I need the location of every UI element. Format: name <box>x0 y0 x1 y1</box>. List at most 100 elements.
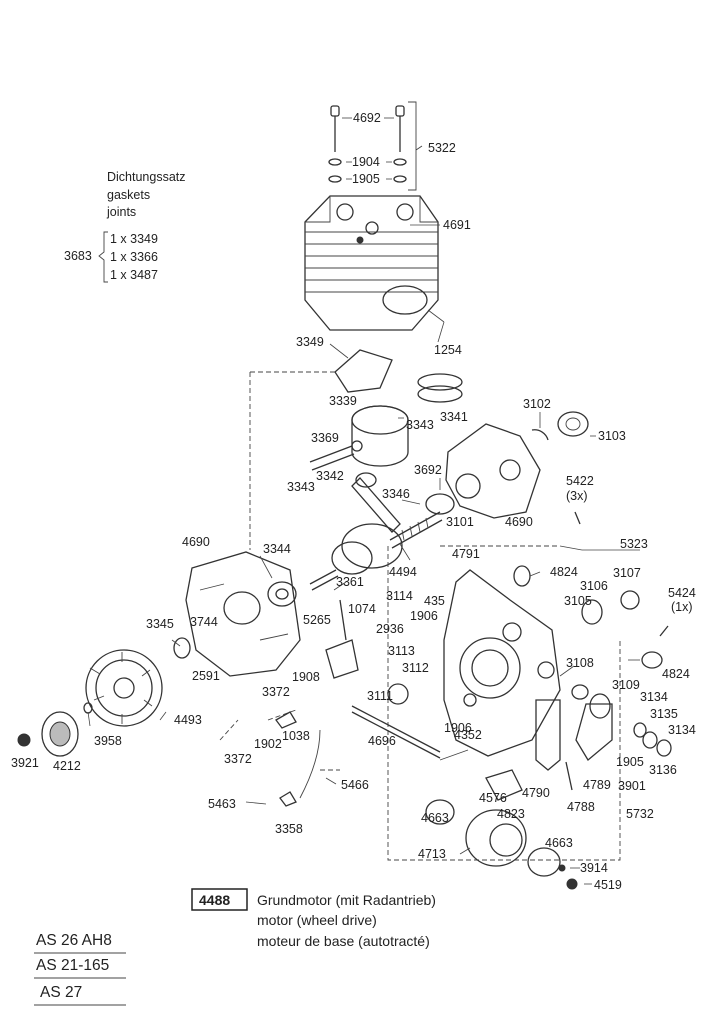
part-label: 4519 <box>594 878 622 892</box>
part-label: 3345 <box>146 617 174 631</box>
part-label: 3349 <box>296 335 324 349</box>
part-label: 3112 <box>402 661 429 675</box>
part-label: 3108 <box>566 656 594 670</box>
head-bolts <box>328 101 423 191</box>
caption-line-fr: moteur de base (autotracté) <box>257 933 430 949</box>
part-label: 3114 <box>386 589 413 603</box>
part-label: 3107 <box>613 566 641 580</box>
flywheel <box>83 637 191 727</box>
part-label: 3958 <box>94 734 122 748</box>
part-label: 3369 <box>311 431 339 445</box>
part-label: 3372 <box>224 752 252 766</box>
part-label: 4713 <box>418 847 446 861</box>
part-label: 3106 <box>580 579 608 593</box>
part-label: 4663 <box>421 811 449 825</box>
caption-line-de: Grundmotor (mit Radantrieb) <box>257 892 436 908</box>
part-label: 435 <box>424 594 445 608</box>
part-label: 5466 <box>341 778 369 792</box>
caption-line-en: motor (wheel drive) <box>257 912 377 928</box>
part-label: 3105 <box>564 594 592 608</box>
part-label: 3134 <box>640 690 668 704</box>
part-label: 2936 <box>376 622 404 636</box>
part-label: 4691 <box>443 218 471 232</box>
part-label: 3343 <box>406 418 434 432</box>
part-label: 5422 <box>566 474 594 488</box>
gearbox-housing <box>387 545 621 861</box>
part-label: 5463 <box>208 797 236 811</box>
part-label: 4494 <box>389 565 417 579</box>
part-label: 3113 <box>388 644 415 658</box>
crankcase-left <box>185 551 301 677</box>
part-label: 4791 <box>452 547 480 561</box>
gasket-set-title-fr: joints <box>106 205 136 219</box>
gasket-set-title-en: gaskets <box>107 188 150 202</box>
part-label: 3109 <box>612 678 640 692</box>
part-label: 3346 <box>382 487 410 501</box>
part-label: 4824 <box>550 565 578 579</box>
part-label: 3339 <box>329 394 357 408</box>
part-label: 4692 <box>353 111 381 125</box>
part-label: 4690 <box>182 535 210 549</box>
cylinder-gasket <box>334 349 393 393</box>
piston-group <box>309 373 463 471</box>
shaft <box>351 683 441 759</box>
caption-block: 4488 Grundmotor (mit Radantrieb) motor (… <box>191 888 436 949</box>
part-label: 1905 <box>352 172 380 186</box>
part-label: 3342 <box>316 469 344 483</box>
part-label: 3111 <box>367 689 393 703</box>
part-label: 1902 <box>254 737 282 751</box>
part-label: 3921 <box>11 756 39 770</box>
part-label: 3372 <box>262 685 290 699</box>
part-label: 3135 <box>650 707 678 721</box>
gasket-set-item: 1 x 3487 <box>110 268 158 282</box>
part-label: 4493 <box>174 713 202 727</box>
model-code: AS 26 AH8 <box>36 932 112 949</box>
part-label: 3341 <box>440 410 468 424</box>
part-label: 3344 <box>263 542 291 556</box>
part-label: 3101 <box>446 515 474 529</box>
part-label: 4788 <box>567 800 595 814</box>
part-label: 4824 <box>662 667 690 681</box>
part-label: 5322 <box>428 141 456 155</box>
part-label: 4823 <box>497 807 525 821</box>
part-label: (1x) <box>671 600 693 614</box>
bearing-parts <box>513 565 672 761</box>
part-label: 4696 <box>368 734 396 748</box>
gasket-set-brace <box>98 231 108 283</box>
part-label: 1906 <box>410 609 438 623</box>
part-label: 5732 <box>626 807 654 821</box>
cylinder <box>304 195 445 331</box>
part-label: 1908 <box>292 670 320 684</box>
part-label: 3102 <box>523 397 551 411</box>
part-label: 3692 <box>414 463 442 477</box>
ignition <box>219 599 359 807</box>
part-label: 2591 <box>192 669 220 683</box>
part-label: 1038 <box>282 729 310 743</box>
gasket-set-item: 1 x 3349 <box>110 232 158 246</box>
part-label: 4212 <box>53 759 81 773</box>
gasket-set-item: 1 x 3366 <box>110 250 158 264</box>
part-label: 3134 <box>668 723 696 737</box>
crankcase-cover <box>445 411 589 525</box>
part-label: 3914 <box>580 861 608 875</box>
leader-lines <box>87 161 640 885</box>
part-label: 3361 <box>336 575 364 589</box>
part-label: 5424 <box>668 586 696 600</box>
part-label: 4789 <box>583 778 611 792</box>
model-code: AS 21-165 <box>36 957 109 974</box>
model-list: AS 26 AH8 AS 21-165 AS 27 <box>34 932 126 1006</box>
part-label: 4790 <box>522 786 550 800</box>
starter-cup <box>17 711 79 757</box>
model-code: AS 27 <box>40 984 82 1001</box>
part-label: 4576 <box>479 791 507 805</box>
part-label: 3136 <box>649 763 677 777</box>
part-labels: 4692 5322 1904 1905 4691 1254 3349 3339 … <box>11 111 696 892</box>
disc-parts <box>425 761 578 890</box>
gasket-set-title-de: Dichtungssatz <box>107 170 186 184</box>
part-label: 1074 <box>348 602 376 616</box>
part-label: 3901 <box>618 779 646 793</box>
part-label: 3103 <box>598 429 626 443</box>
part-label: 1906 <box>444 721 472 735</box>
caption-code-box <box>191 888 248 911</box>
